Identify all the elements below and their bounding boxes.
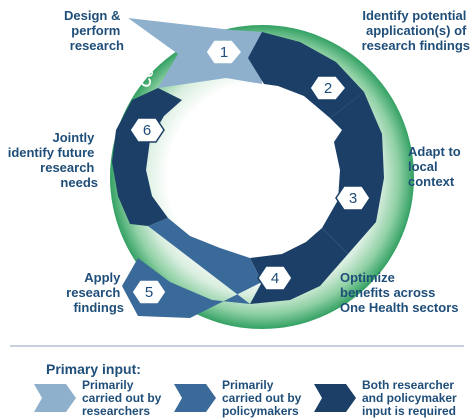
cycle-ring-inner — [170, 85, 354, 269]
legend-swatch-policymakers — [174, 384, 216, 412]
step-2-number-badge: 2 — [309, 75, 347, 101]
svg-text:3: 3 — [349, 190, 357, 207]
step-4-number-badge: 4 — [257, 265, 293, 291]
step-6-label: Jointly identify future research needs — [8, 130, 98, 190]
step-1-number-badge: 1 — [205, 39, 243, 65]
step-3-arrow — [322, 92, 384, 254]
step-4-label: Optimize benefits across One Health sect… — [340, 270, 459, 315]
svg-text:1: 1 — [220, 44, 228, 61]
svg-text:2: 2 — [324, 80, 332, 97]
step-6-number-badge: 6 — [129, 117, 165, 143]
svg-text:5: 5 — [145, 284, 153, 301]
step-5-number-badge: 5 — [131, 279, 167, 305]
legend-label-policymakers: Primarily carried out by policymakers — [222, 378, 305, 418]
step-5-label: Apply research findings — [66, 270, 124, 315]
legend-title: Primary input: — [46, 361, 141, 377]
legend-item-both: Both researcher and policymaker input is… — [314, 378, 460, 418]
legend-label-researchers: Primarily carried out by researchers — [82, 378, 165, 418]
legend-item-policymakers: Primarily carried out by policymakers — [174, 378, 305, 418]
step-3-number-badge: 3 — [335, 185, 371, 211]
legend-swatch-both — [314, 384, 356, 412]
legend-item-researchers: Primarily carried out by researchers — [34, 378, 165, 418]
svg-text:4: 4 — [271, 270, 279, 287]
step-6-arrow — [112, 88, 182, 226]
legend-swatch-researchers — [34, 384, 76, 412]
step-2-label: Identify potential application(s) of res… — [362, 8, 470, 53]
step-3-label: Adapt to local context — [408, 144, 464, 189]
step-1-arrow — [128, 18, 262, 88]
svg-text:6: 6 — [143, 122, 151, 139]
step-1-label: Design & perform research — [64, 8, 124, 53]
legend-label-both: Both researcher and policymaker input is… — [362, 378, 460, 418]
